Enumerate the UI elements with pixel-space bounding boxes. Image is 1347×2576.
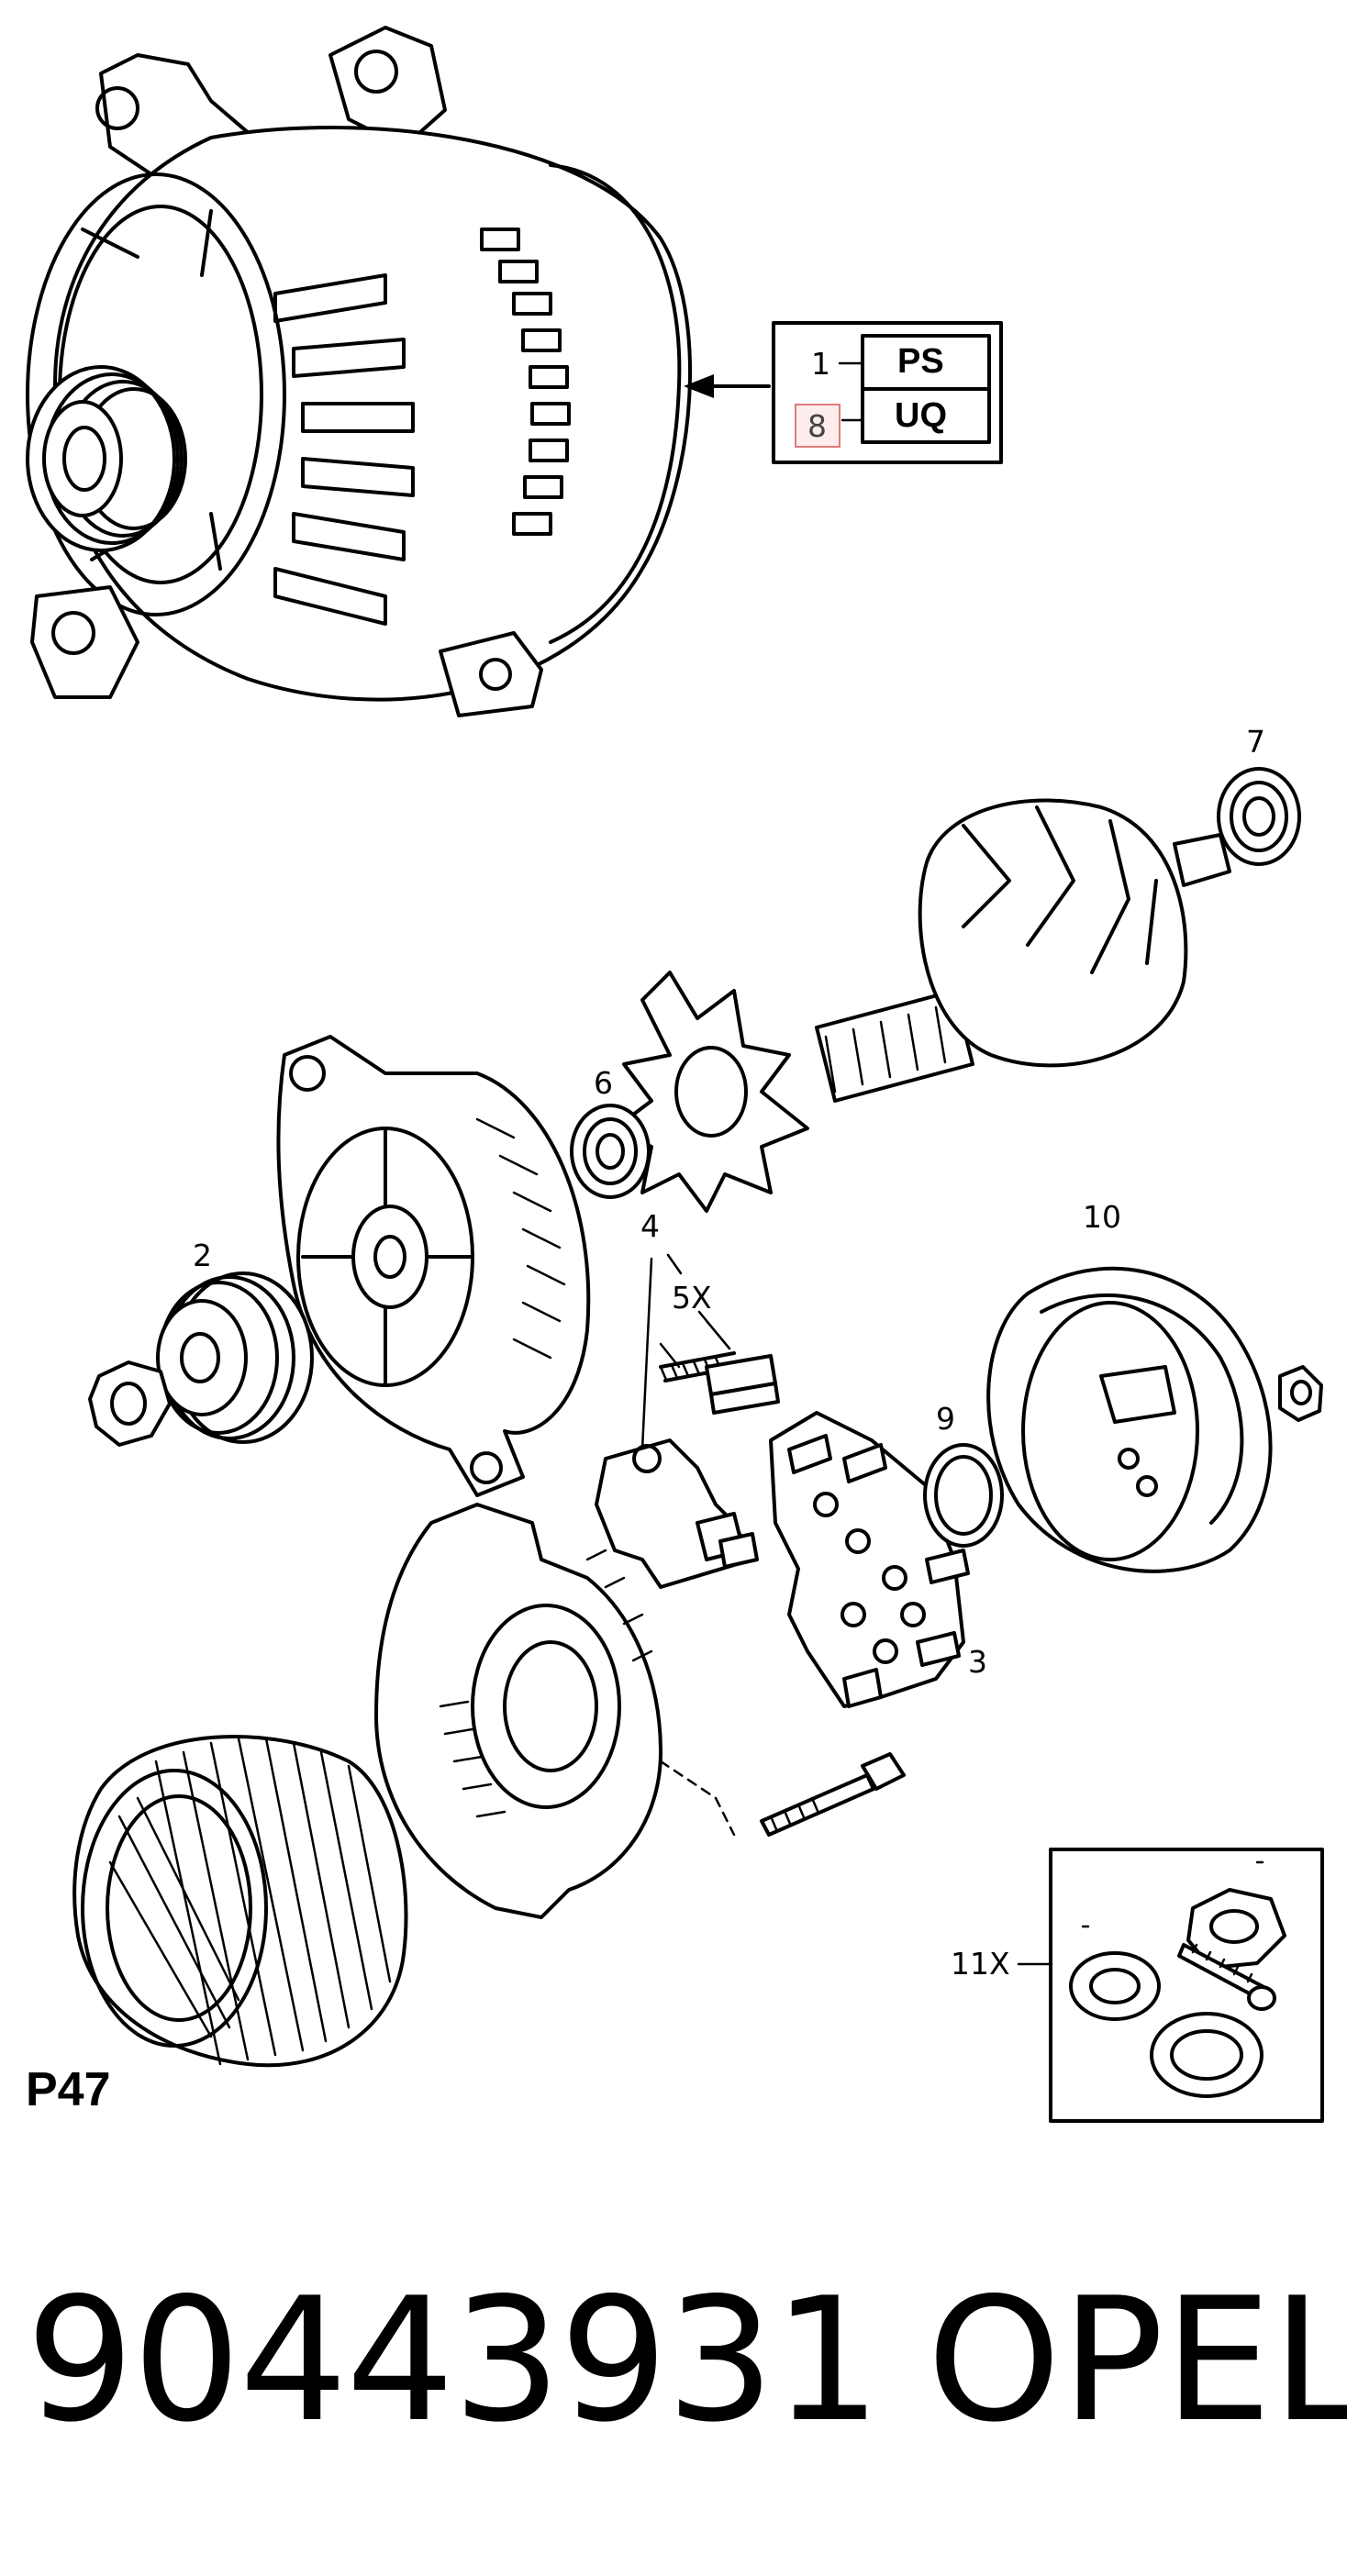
part-4-brush-holder bbox=[595, 1257, 759, 1589]
callout-leaders bbox=[666, 1253, 1053, 1966]
part-fan bbox=[613, 971, 809, 1213]
part-nut bbox=[88, 1360, 172, 1447]
slip-ring-end-housing bbox=[374, 1503, 662, 1919]
callout-3: 3 bbox=[968, 1644, 987, 1680]
part-5-brushes bbox=[659, 1319, 780, 1415]
part-7-bearing bbox=[1217, 767, 1301, 866]
variant-code-ps: PS bbox=[897, 342, 944, 381]
stator bbox=[72, 1735, 408, 2068]
part-number: 90443931 bbox=[26, 2260, 882, 2459]
callout-6: 6 bbox=[594, 1065, 613, 1101]
callout-1: 1 bbox=[811, 346, 830, 382]
part-cap-nut bbox=[1278, 1365, 1323, 1422]
callout-8-highlight bbox=[795, 404, 840, 448]
part-3-rectifier bbox=[769, 1411, 970, 1708]
part-bolt bbox=[659, 1752, 906, 1837]
callout-10: 10 bbox=[1083, 1199, 1121, 1235]
part-11-kit bbox=[1049, 1848, 1324, 2123]
rotor bbox=[815, 798, 1231, 1103]
part-2-pulley bbox=[156, 1271, 314, 1444]
page-id: P47 bbox=[26, 2063, 111, 2116]
part-9-ring bbox=[923, 1443, 1004, 1548]
variant-table bbox=[772, 321, 1003, 464]
part-6-bearing bbox=[570, 1104, 651, 1199]
callout-7: 7 bbox=[1246, 724, 1265, 760]
alternator-assembly bbox=[26, 26, 692, 717]
callout-8: 8 bbox=[807, 408, 827, 444]
callout-9: 9 bbox=[936, 1401, 955, 1437]
brand-name: OPEL bbox=[927, 2260, 1347, 2459]
variant-code-uq: UQ bbox=[895, 396, 947, 435]
callout-5x: 5X bbox=[672, 1280, 712, 1316]
part-10-rear-cover bbox=[986, 1266, 1273, 1573]
callout-11x: 11X bbox=[951, 1946, 1010, 1982]
callout-2: 2 bbox=[193, 1238, 212, 1273]
drive-end-housing bbox=[276, 1035, 591, 1497]
callout-4: 4 bbox=[640, 1208, 660, 1244]
